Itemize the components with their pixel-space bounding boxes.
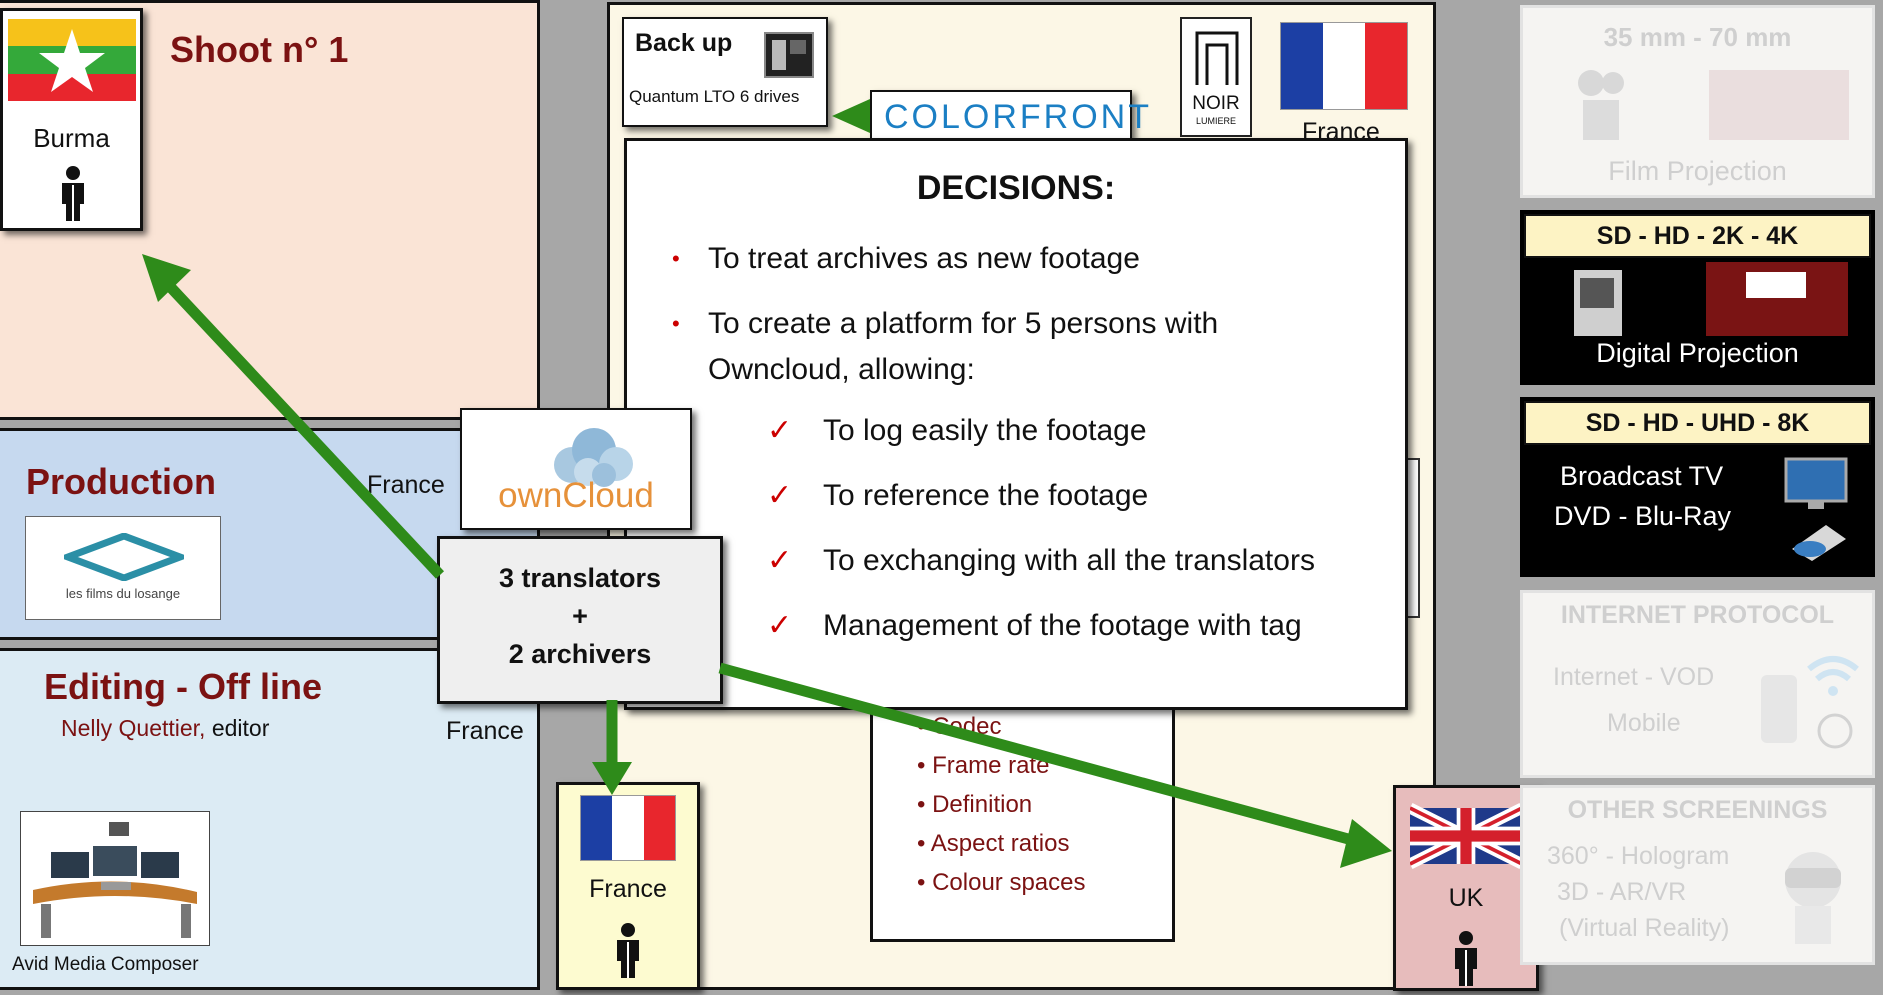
owncloud-logo: ownCloud — [460, 408, 692, 530]
editing-title: Editing - Off line — [44, 666, 322, 707]
spec-item: • Frame rate — [917, 752, 1050, 779]
check-icon: ✓ — [767, 414, 793, 447]
specs-list: • Codec • Frame rate • Definition • Aspe… — [917, 707, 1086, 902]
decision-bullet: • To treat archives as new footage — [672, 242, 1140, 275]
digital-format-box: SD - HD - 2K - 4K Digital Projection — [1520, 210, 1875, 385]
digital-cinema-image — [1706, 262, 1848, 336]
shoot-panel: Burma Shoot n° 1 — [0, 0, 540, 420]
tape-drive-icon — [764, 32, 814, 78]
internet-line-2: Mobile — [1607, 709, 1681, 737]
digital-caption: Digital Projection — [1596, 338, 1799, 368]
tv-icon — [1784, 457, 1848, 509]
avid-image — [20, 811, 210, 946]
lab-france-flag-icon — [1280, 22, 1408, 110]
cloud-icon — [554, 428, 633, 487]
digital-header: SD - HD - 2K - 4K — [1524, 214, 1871, 258]
editor-role: editor — [205, 715, 270, 741]
editing-suite-icon — [33, 822, 197, 938]
noir-lumiere-mark-icon — [1195, 31, 1239, 85]
decisions-heading: DECISIONS: — [916, 169, 1116, 207]
editing-country: France — [446, 717, 524, 745]
burma-flag-icon — [8, 19, 136, 101]
diamond-logo-icon — [64, 533, 184, 581]
internet-header: INTERNET PROTOCOL — [1560, 601, 1835, 629]
team-line-3: 2 archivers — [508, 639, 652, 669]
disc-icon — [1792, 525, 1846, 561]
other-line-2: 3D - AR/VR — [1557, 878, 1687, 906]
colorfront-logo: COLORFRONT — [870, 90, 1149, 142]
production-title: Production — [26, 461, 216, 502]
vod-icon — [1817, 713, 1853, 749]
uk-flag-icon — [1410, 802, 1522, 870]
digital-projector-icon — [1574, 270, 1622, 336]
production-country: France — [367, 471, 445, 499]
internet-line-1: Internet - VOD — [1553, 663, 1715, 691]
losange-logo: les films du losange — [25, 516, 221, 620]
decision-check-item: ✓ To reference the footage — [767, 476, 1148, 516]
spec-item: • Aspect ratios — [917, 830, 1070, 857]
team-line-2: + — [572, 601, 588, 631]
other-format-box: OTHER SCREENINGS 360° - Hologram 3D - AR… — [1520, 785, 1875, 965]
wifi-icon — [1807, 656, 1859, 696]
phone-icon — [1761, 675, 1797, 743]
translator-fr-card: France — [556, 782, 700, 990]
check-icon: ✓ — [767, 544, 793, 577]
decision-check-item: ✓ To exchanging with all the translators — [767, 541, 1315, 581]
team-box: 3 translators + 2 archivers — [437, 536, 723, 704]
broadcast-line-2: DVD - Blu-Ray — [1554, 501, 1732, 531]
noir-sub: LUMIERE — [1195, 116, 1236, 126]
losange-logo-text: les films du losange — [65, 586, 181, 601]
noir-lumiere-logo: NOIR LUMIERE — [1180, 17, 1252, 137]
editor-name: Nelly Quettier, — [61, 715, 206, 741]
editing-panel: Editing - Off line Nelly Quettier, edito… — [0, 648, 540, 990]
check-icon: ✓ — [767, 609, 793, 642]
broadcast-line-1: Broadcast TV — [1560, 461, 1724, 491]
film-projector-icon — [1578, 70, 1624, 140]
person-icon — [617, 923, 639, 978]
decision-check-item: ✓ Management of the footage with tag — [767, 606, 1302, 646]
burma-card: Burma — [0, 8, 143, 231]
film-caption: Film Projection — [1608, 156, 1787, 186]
owncloud-logo-text: ownCloud — [498, 476, 654, 515]
noir-name: NOIR — [1192, 93, 1240, 114]
backup-subtitle: Quantum LTO 6 drives — [629, 87, 800, 106]
spec-item: • Colour spaces — [917, 869, 1086, 896]
decision-check-item: ✓ To log easily the footage — [767, 411, 1147, 451]
backup-card: Back up Quantum LTO 6 drives — [622, 17, 828, 127]
internet-format-box: INTERNET PROTOCOL Internet - VOD Mobile — [1520, 590, 1875, 778]
translator-fr-country: France — [589, 875, 667, 903]
other-line-1: 360° - Hologram — [1547, 842, 1730, 870]
vr-headset-icon — [1785, 852, 1841, 944]
film-header: 35 mm - 70 mm — [1603, 22, 1792, 52]
broadcast-format-box: SD - HD - UHD - 8K Broadcast TV DVD - Bl… — [1520, 397, 1875, 577]
decision-bullet: • To create a platform for 5 persons wit… — [672, 307, 1219, 386]
translator-fr-flag-icon — [580, 795, 676, 861]
team-line-1: 3 translators — [498, 563, 662, 593]
translator-uk-card: UK — [1393, 785, 1539, 991]
backup-title: Back up — [635, 29, 733, 57]
person-icon — [1455, 931, 1477, 986]
avid-caption: Avid Media Composer — [12, 954, 199, 975]
broadcast-header: SD - HD - UHD - 8K — [1524, 401, 1871, 445]
burma-country-label: Burma — [33, 123, 110, 153]
spec-item: • Codec — [917, 713, 1002, 740]
colorfront-logo-text: COLORFRONT — [884, 98, 1152, 136]
person-icon — [62, 166, 84, 221]
shoot-title: Shoot n° 1 — [170, 29, 349, 70]
film-cinema-image — [1709, 70, 1849, 140]
decisions-box: DECISIONS: • To treat archives as new fo… — [624, 138, 1408, 710]
spec-item: • Definition — [917, 791, 1033, 818]
other-line-3: (Virtual Reality) — [1559, 914, 1730, 942]
translator-uk-country: UK — [1448, 884, 1484, 912]
film-format-box: 35 mm - 70 mm Film Projection — [1520, 5, 1875, 198]
other-header: OTHER SCREENINGS — [1567, 796, 1828, 824]
check-icon: ✓ — [767, 479, 793, 512]
editor-credit: Nelly Quettier, editor — [61, 715, 269, 742]
